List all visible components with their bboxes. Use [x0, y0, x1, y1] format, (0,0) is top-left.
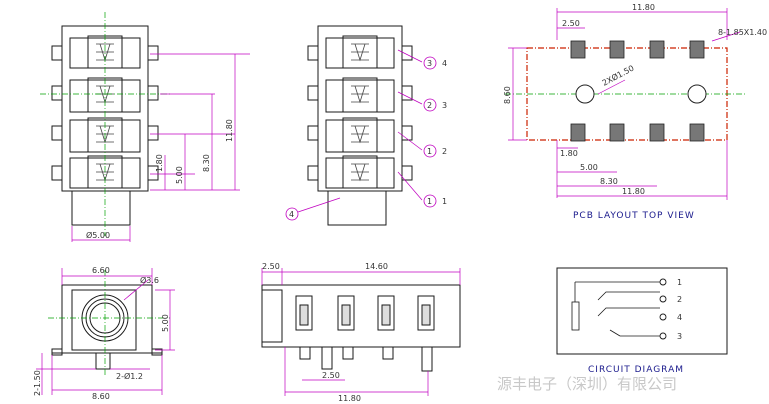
side-pin-1: 1: [442, 197, 447, 206]
end-dim-left: 2-1.50: [33, 370, 42, 396]
pcb-dim-5-00: 5.00: [580, 163, 598, 172]
side-pin-3: 3: [442, 101, 447, 110]
side-callout-circles: [285, 56, 437, 221]
side-pin-2: 2: [442, 147, 447, 156]
bottom-dimensions: [261, 268, 461, 396]
side-callout-4: 4: [289, 210, 294, 219]
bottom-dim-length: 14.60: [365, 262, 388, 271]
front-dimensions: [71, 53, 250, 242]
side-view: [307, 25, 413, 226]
front-dim-diameter: Ø5.00: [86, 230, 110, 240]
end-dimensions: [36, 268, 175, 395]
end-dim-circle: Ø3.6: [140, 275, 159, 285]
front-dim-1-80: 1.80: [155, 154, 164, 172]
pcb-outline: [505, 47, 745, 141]
side-leaders: [297, 49, 423, 213]
side-callout-1b: 1: [427, 197, 432, 206]
bottom-dim-left: 2.50: [262, 262, 280, 271]
pcb-dim-top: 11.80: [632, 3, 655, 12]
front-view: [40, 12, 170, 236]
side-callout-1a: 1: [427, 147, 432, 156]
front-dim-11-80: 11.80: [225, 119, 234, 142]
end-dim-width: 6.60: [92, 266, 110, 275]
pcb-caption: PCB LAYOUT TOP VIEW: [573, 211, 695, 221]
circuit-pin-2: 2: [677, 295, 682, 304]
end-dim-bottom: 8.60: [92, 392, 110, 401]
end-dim-pin: 2-Ø1.2: [116, 371, 143, 381]
company-watermark: 源丰电子（深圳）有限公司: [497, 375, 677, 393]
pcb-holes: [575, 84, 707, 104]
pcb-dim-left-top: 2.50: [562, 19, 580, 28]
circuit-pin-1: 1: [677, 278, 682, 287]
side-callout-2: 2: [427, 101, 432, 110]
pcb-pad-size: 8-1.85X1.40: [718, 28, 767, 37]
circuit-pin-4: 4: [677, 313, 682, 322]
pcb-dim-row: 1.80: [560, 149, 578, 158]
side-pin-4: 4: [442, 59, 447, 68]
bottom-view: [261, 284, 461, 372]
pcb-dim-8-30: 8.30: [600, 177, 618, 186]
end-dim-height: 5.00: [161, 314, 170, 332]
end-view: [48, 270, 170, 375]
circuit-diagram: [556, 267, 728, 355]
pcb-dim-height: 8.60: [503, 86, 512, 104]
pcb-dim-11-80: 11.80: [622, 187, 645, 196]
bottom-dim-pitch: 2.50: [322, 371, 340, 380]
bottom-dim-total: 11.80: [338, 394, 361, 403]
side-callout-3: 3: [427, 59, 432, 68]
pcb-dimensions: [508, 8, 741, 200]
circuit-pin-3: 3: [677, 332, 682, 341]
front-dim-5-00: 5.00: [175, 166, 184, 184]
pcb-pads: [570, 40, 705, 142]
front-dim-8-30: 8.30: [202, 154, 211, 172]
circuit-caption: CIRCUIT DIAGRAM: [588, 365, 684, 375]
